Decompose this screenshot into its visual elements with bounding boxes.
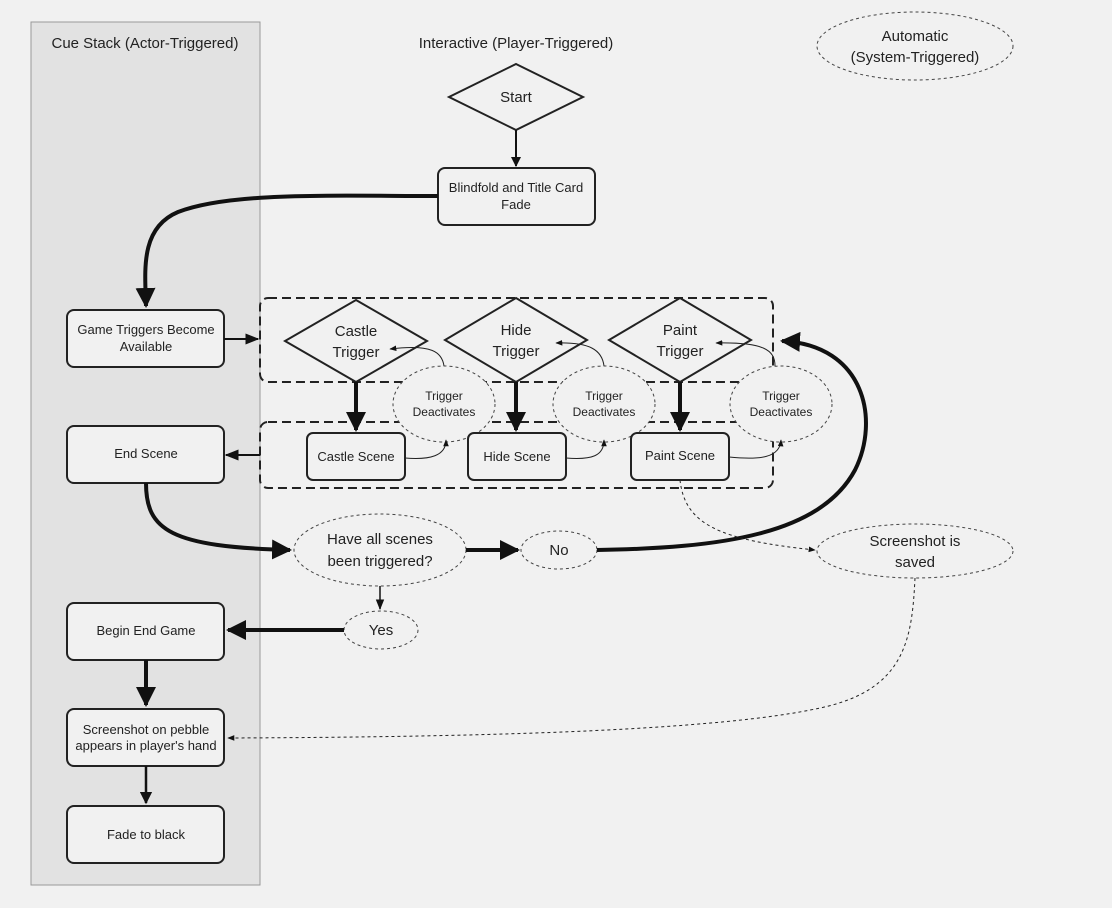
connector-deactivate-to-hide-trigger: [555, 340, 605, 367]
game-triggers-available-node: Game Triggers Become Available: [66, 309, 225, 368]
svg-text:Trigger: Trigger: [493, 343, 540, 360]
svg-text:Trigger: Trigger: [333, 344, 380, 361]
start-node: Start: [446, 62, 586, 132]
svg-text:Hide Scene: Hide Scene: [483, 449, 550, 464]
svg-text:(System-Triggered): (System-Triggered): [851, 49, 980, 66]
svg-text:Trigger: Trigger: [425, 389, 463, 403]
svg-text:saved: saved: [895, 554, 935, 571]
end-scene-node: End Scene: [66, 425, 225, 484]
connector-paint-scene-to-deactivate: [728, 439, 784, 459]
screenshot-saved-node: Screenshot is saved: [816, 523, 1014, 579]
connector-hide-scene-to-deactivate: [565, 439, 607, 459]
connector-castle-scene-to-deactivate: [404, 439, 449, 459]
svg-text:Begin End Game: Begin End Game: [96, 623, 195, 638]
svg-text:been triggered?: been triggered?: [327, 553, 432, 570]
arrow-blindfold-to-game-triggers: [135, 193, 439, 308]
connector-deactivate-to-paint-trigger: [715, 340, 776, 367]
svg-text:No: No: [549, 542, 568, 559]
connector-deactivate-to-castle-trigger: [389, 345, 445, 367]
svg-text:Yes: Yes: [369, 622, 393, 639]
svg-text:Available: Available: [120, 339, 173, 354]
all-scenes-triggered-decision: Have all scenes been triggered?: [293, 513, 467, 587]
svg-text:Blindfold and Title Card: Blindfold and Title Card: [449, 180, 583, 195]
hide-scene-node: Hide Scene: [467, 432, 567, 481]
arrow-no-to-triggers: [596, 331, 868, 552]
svg-text:Deactivates: Deactivates: [413, 405, 476, 419]
svg-text:Screenshot on pebble: Screenshot on pebble: [83, 722, 209, 737]
screenshot-pebble-node: Screenshot on pebble appears in player's…: [66, 708, 225, 767]
castle-trigger-node: Castle Trigger: [283, 298, 429, 384]
connector-screenshot-saved-to-pebble: [227, 577, 916, 741]
paint-trigger-deactivates-node: Trigger Deactivates: [729, 365, 833, 443]
fade-to-black-node: Fade to black: [66, 805, 225, 864]
svg-text:Castle Scene: Castle Scene: [317, 449, 394, 464]
svg-text:Automatic: Automatic: [882, 28, 949, 45]
automatic-lane-title: Automatic (System-Triggered): [816, 11, 1014, 81]
hide-trigger-node: Hide Trigger: [443, 296, 589, 384]
castle-scene-node: Castle Scene: [306, 432, 406, 481]
svg-text:appears in player's hand: appears in player's hand: [75, 738, 216, 753]
blindfold-title-card-node: Blindfold and Title Card Fade: [437, 167, 596, 226]
svg-text:Deactivates: Deactivates: [750, 405, 813, 419]
svg-text:Have all scenes: Have all scenes: [327, 531, 433, 548]
svg-text:Trigger: Trigger: [585, 389, 623, 403]
svg-text:Paint: Paint: [663, 322, 698, 339]
hide-trigger-deactivates-node: Trigger Deactivates: [552, 365, 656, 443]
svg-text:Fade to black: Fade to black: [107, 827, 186, 842]
svg-text:Hide: Hide: [501, 322, 532, 339]
arrow-end-scene-to-decision: [144, 482, 292, 560]
svg-text:Start: Start: [500, 89, 533, 106]
connector-paint-scene-to-screenshot-saved: [679, 479, 816, 553]
svg-text:Deactivates: Deactivates: [573, 405, 636, 419]
svg-text:End Scene: End Scene: [114, 446, 178, 461]
no-node: No: [520, 530, 598, 570]
svg-text:Trigger: Trigger: [762, 389, 800, 403]
paint-scene-node: Paint Scene: [630, 432, 730, 481]
cue-stack-lane-title: Cue Stack (Actor-Triggered): [51, 35, 238, 52]
castle-trigger-deactivates-node: Trigger Deactivates: [392, 365, 496, 443]
svg-text:Castle: Castle: [335, 323, 378, 340]
svg-text:Paint Scene: Paint Scene: [645, 448, 715, 463]
svg-text:Screenshot is: Screenshot is: [870, 533, 961, 550]
yes-node: Yes: [343, 610, 419, 650]
paint-trigger-node: Paint Trigger: [607, 296, 753, 384]
svg-text:Trigger: Trigger: [657, 343, 704, 360]
interactive-lane-title: Interactive (Player-Triggered): [419, 35, 614, 52]
begin-end-game-node: Begin End Game: [66, 602, 225, 661]
svg-text:Fade: Fade: [501, 197, 531, 212]
svg-text:Game Triggers Become: Game Triggers Become: [77, 322, 214, 337]
